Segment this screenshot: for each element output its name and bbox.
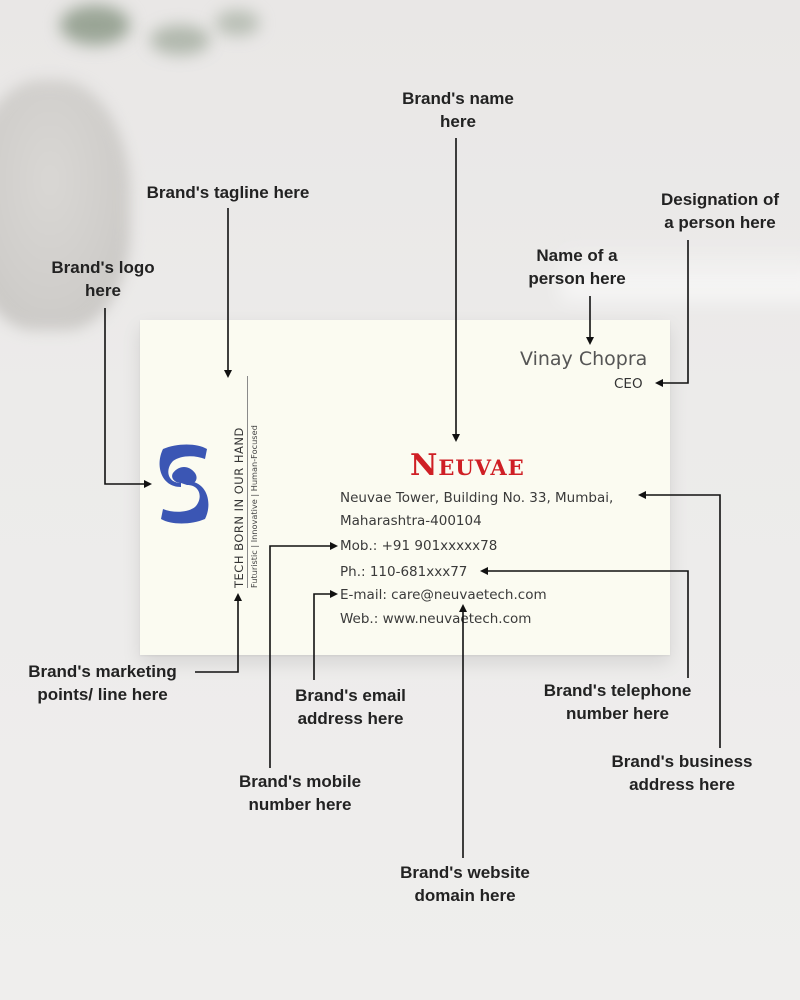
blurred-leaf: [215, 10, 260, 36]
telephone-number: Ph.: 110-681xxx77: [340, 564, 468, 580]
address-line-2: Maharashtra-400104: [340, 513, 482, 529]
label-mobile: Brand's mobile number here: [238, 772, 362, 814]
arrow-telephone: [480, 567, 689, 678]
label-marketing: Brand's marketing points/ line here: [28, 662, 177, 704]
blurred-leaf: [150, 25, 210, 55]
arrow-marketing: [195, 593, 242, 673]
blurred-vase: [0, 80, 130, 330]
background-light-band: [560, 240, 800, 300]
arrow-email: [313, 590, 338, 680]
email-address: E-mail: care@neuvaetech.com: [340, 587, 547, 603]
mobile-number: Mob.: +91 901xxxxx78: [340, 538, 498, 554]
label-brand-name: Brand's name here: [402, 89, 514, 131]
address-line-1: Neuvae Tower, Building No. 33, Mumbai,: [340, 490, 614, 506]
label-email: Brand's email address here: [295, 686, 406, 728]
brand-name: Neuvae: [410, 448, 525, 483]
label-business-address: Brand's business address here: [611, 752, 753, 794]
website-domain: Web.: www.neuvaetech.com: [340, 611, 532, 627]
label-tagline: Brand's tagline here: [146, 183, 310, 202]
label-logo: Brand's logo here: [51, 258, 155, 300]
person-designation: CEO: [614, 376, 643, 392]
brand-logo-icon: [159, 444, 209, 524]
label-person-name: Name of a person here: [528, 246, 626, 288]
label-telephone: Brand's telephone number here: [543, 681, 692, 723]
arrow-logo: [104, 308, 152, 488]
arrow-mobile: [269, 542, 338, 768]
person-name: Vinay Chopra: [520, 348, 648, 370]
label-website: Brand's website domain here: [400, 863, 530, 905]
arrow-designation: [655, 240, 689, 387]
blurred-leaf: [60, 5, 130, 45]
arrow-business-address: [638, 491, 721, 748]
label-designation: Designation of a person here: [660, 190, 780, 232]
